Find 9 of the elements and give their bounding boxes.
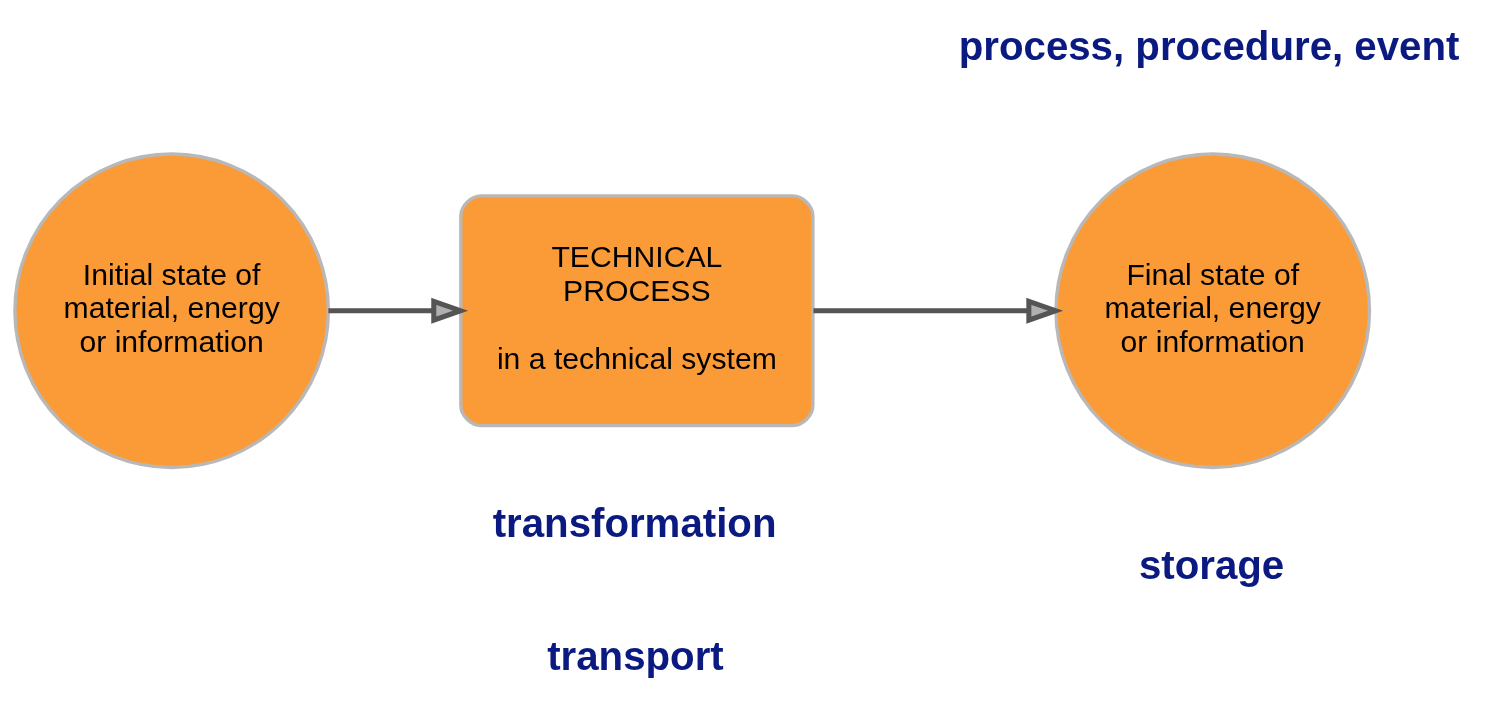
label: storage [1138, 542, 1285, 588]
arrow [328, 297, 469, 324]
label: process, procedure, event [958, 23, 1460, 69]
node-circle: Initial state of material, energy or information [13, 151, 331, 469]
node-circle: Final state of material, energy or information [1054, 151, 1372, 469]
arrow [813, 297, 1064, 324]
label: transformation [492, 500, 777, 546]
node-box: TECHNICAL PROCESS in a technical system [459, 193, 815, 427]
label: transport [547, 633, 724, 679]
